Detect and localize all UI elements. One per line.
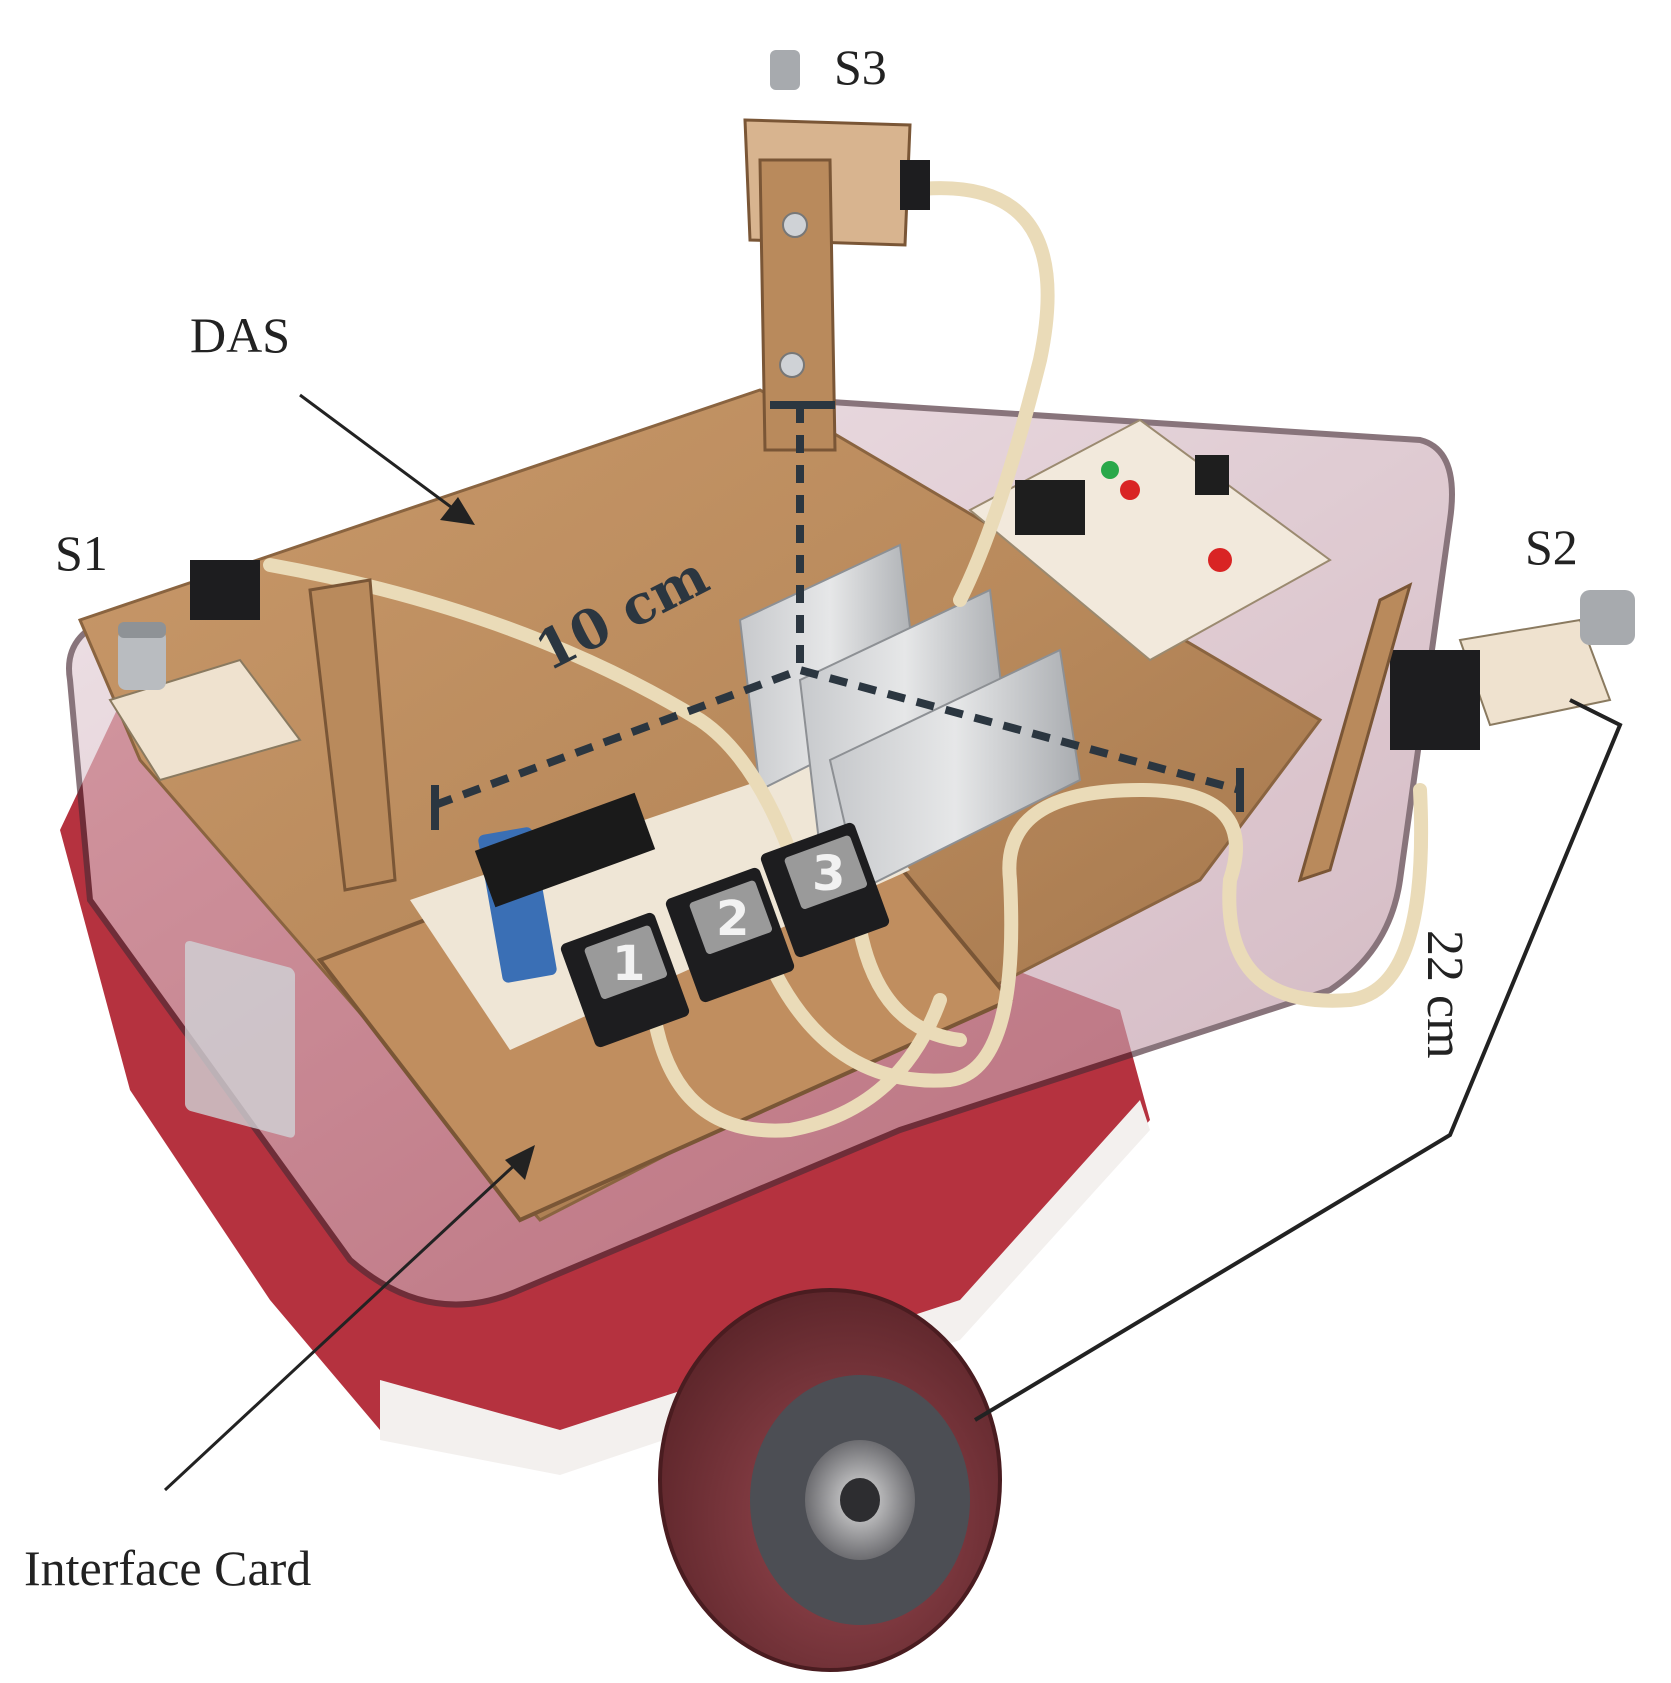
jack-2 [665,867,795,1003]
sensor-s1 [108,560,397,892]
label-s2: S2 [1525,519,1578,575]
label-s1: S1 [55,525,108,581]
microcontroller-chip [474,792,656,908]
dimension-10cm [431,401,1244,830]
jack-3 [760,822,890,958]
jack-number-1: 1 [612,936,646,992]
dimension-22cm [973,698,1623,1422]
jack-number-2: 2 [716,891,750,947]
label-das: DAS [190,307,291,363]
heat-sink [738,543,1082,892]
sensor-s2 [1297,582,1635,883]
arrow-das [299,393,475,525]
label-22cm: 22 cm [1416,930,1473,1059]
label-interface-card: Interface Card [24,1540,312,1596]
arrow-interface-card [163,1145,535,1492]
jack-1 [560,912,690,1048]
sensor-s3 [743,50,930,452]
wheel [658,1288,1002,1672]
cables [263,181,1429,1138]
label-s3: S3 [834,39,887,95]
power-board [968,418,1332,662]
jack-number-3: 3 [812,846,846,902]
